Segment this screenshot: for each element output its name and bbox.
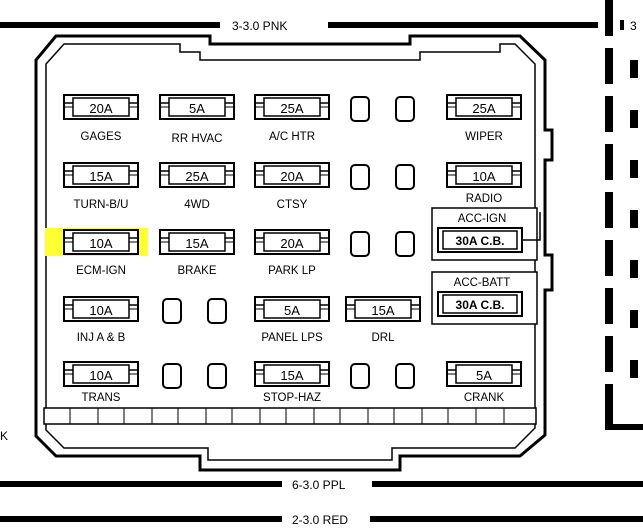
fuse-ac-htr: 25A A/C HTR: [254, 94, 330, 143]
fuse-panel-lps-label: PANEL LPS: [261, 332, 323, 344]
fuse-4wd-rating: 25A: [185, 169, 208, 184]
fuse-4wd: 25A 4WD: [159, 162, 235, 211]
fuse-ecm-ign-rating: 10A: [89, 236, 112, 251]
fuse-turn-bu-rating: 15A: [89, 169, 112, 184]
bottom-wire-ppl: 6-3.0 PPL: [0, 478, 643, 492]
empty-slot: [395, 231, 415, 257]
bottom-wire-red: 2-3.0 RED: [0, 513, 643, 527]
fuse-gages-rating: 20A: [89, 101, 112, 116]
right-bus: 3: [605, 0, 643, 430]
breaker-acc-ign: ACC-IGN 30A C.B.: [431, 207, 541, 261]
fuse-brake: 15A BRAKE: [159, 229, 235, 277]
fuse-drl: 15A DRL: [345, 296, 421, 344]
breaker-acc-ign-header: ACC-IGN: [458, 213, 507, 225]
fuse-wiper-rating: 25A: [472, 101, 495, 116]
top-wire-label: 3-3.0 PNK: [232, 19, 287, 33]
fuse-park-lp-rating: 20A: [280, 236, 303, 251]
fuse-turn-bu-label: TURN-B/U: [74, 199, 129, 211]
bottom-wire-red-label: 2-3.0 RED: [292, 513, 348, 527]
fuse-rr-hvac: 5A RR HVAC: [159, 94, 235, 145]
fuse-ctsy: 20A CTSY: [254, 162, 330, 211]
empty-slot: [350, 164, 370, 190]
fuse-rr-hvac-rating: 5A: [189, 101, 205, 116]
fuse-drl-label: DRL: [371, 332, 395, 344]
fuse-panel-lps: 5A PANEL LPS: [254, 296, 330, 344]
empty-slot: [350, 231, 370, 257]
empty-slot: [350, 363, 370, 389]
top-wire: 3-3.0 PNK: [0, 19, 598, 33]
fuse-stop-haz-rating: 15A: [280, 368, 303, 383]
fuse-brake-label: BRAKE: [178, 265, 217, 277]
fuse-brake-rating: 15A: [185, 236, 208, 251]
side-mark: K: [0, 429, 8, 443]
fuse-crank-label: CRANK: [464, 392, 505, 404]
fuse-inj-ab-label: INJ A & B: [77, 332, 126, 344]
empty-slot: [207, 298, 227, 324]
fuse-turn-bu: 15A TURN-B/U: [63, 162, 139, 211]
top-right-wire-label: 3: [630, 19, 637, 33]
bottom-wire-ppl-label: 6-3.0 PPL: [292, 478, 346, 492]
fuse-block-housing: [34, 34, 554, 472]
empty-slot: [395, 164, 415, 190]
fuse-stop-haz-label: STOP-HAZ: [263, 392, 321, 404]
empty-slot: [162, 298, 182, 324]
breaker-acc-batt-header: ACC-BATT: [454, 277, 511, 289]
empty-slot: [395, 96, 415, 122]
fuse-4wd-label: 4WD: [184, 199, 210, 211]
fuse-gages: 20A GAGES: [63, 94, 139, 143]
empty-slot: [207, 363, 227, 389]
empty-slot: [395, 363, 415, 389]
fuse-ecm-ign: 10A ECM-IGN: [63, 229, 139, 277]
fuse-crank-rating: 5A: [476, 368, 492, 383]
fuse-wiper-label: WIPER: [465, 131, 503, 143]
fuse-gages-label: GAGES: [81, 131, 122, 143]
fuse-inj-ab-rating: 10A: [89, 303, 112, 318]
fuse-ctsy-rating: 20A: [280, 169, 303, 184]
fuse-trans: 10A TRANS: [63, 361, 139, 404]
fuse-rr-hvac-label: RR HVAC: [172, 133, 223, 145]
fuse-park-lp: 20A PARK LP: [254, 229, 330, 277]
fuse-wiper: 25A WIPER: [446, 94, 522, 143]
fuse-radio: 10A RADIO: [446, 162, 522, 205]
breaker-acc-batt-rating: 30A C.B.: [456, 298, 505, 312]
fuse-trans-label: TRANS: [82, 392, 121, 404]
fuse-park-lp-label: PARK LP: [268, 265, 316, 277]
fuse-radio-label: RADIO: [466, 193, 502, 205]
fuse-ctsy-label: CTSY: [277, 199, 308, 211]
fuse-trans-rating: 10A: [89, 368, 112, 383]
fuse-drl-rating: 15A: [371, 303, 394, 318]
breaker-acc-ign-rating: 30A C.B.: [456, 234, 505, 248]
fuse-crank: 5A CRANK: [446, 361, 522, 404]
empty-slot: [162, 363, 182, 389]
fuse-radio-rating: 10A: [472, 169, 495, 184]
fuse-panel-lps-rating: 5A: [284, 303, 300, 318]
fuse-inj-ab: 10A INJ A & B: [63, 296, 139, 344]
fuse-stop-haz: 15A STOP-HAZ: [254, 361, 330, 404]
fuse-ecm-ign-label: ECM-IGN: [76, 265, 126, 277]
breaker-acc-batt: ACC-BATT 30A C.B.: [431, 271, 538, 325]
empty-slot: [350, 96, 370, 122]
fuse-ac-htr-label: A/C HTR: [269, 131, 315, 143]
fuse-ac-htr-rating: 25A: [280, 101, 303, 116]
